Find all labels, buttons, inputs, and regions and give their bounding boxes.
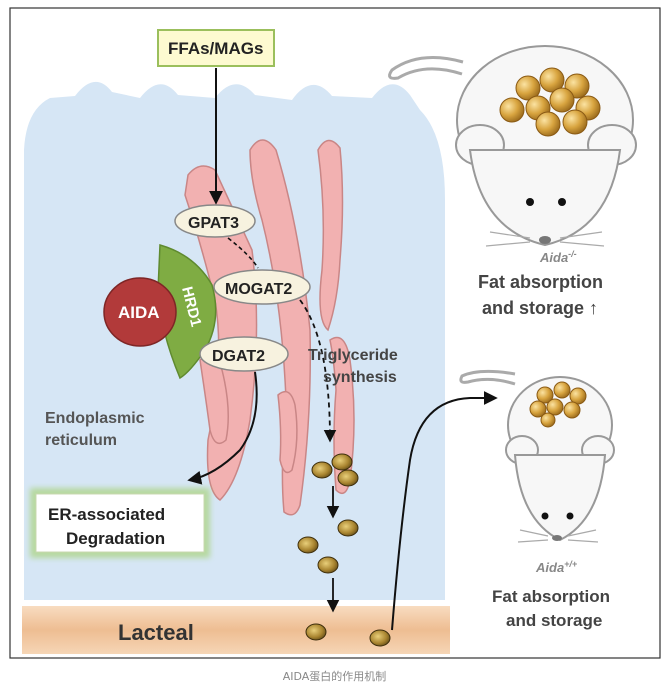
fat-cluster-large <box>499 67 601 137</box>
ko-text-line1: Fat absorption <box>478 272 603 292</box>
input-label: FFAs/MAGs <box>168 39 263 58</box>
triglyceride-label-line2: synthesis <box>323 369 397 386</box>
lipid-droplet <box>311 461 333 479</box>
aida-label: AIDA <box>118 303 160 322</box>
erad-box <box>35 493 205 553</box>
ko-text-line2: and storage ↑ <box>482 298 598 318</box>
mouse-eye <box>558 198 566 206</box>
aida-shape <box>103 277 177 347</box>
erad-label-line2: Degradation <box>66 529 165 548</box>
lipid-droplet <box>337 469 359 487</box>
mouse-eye <box>541 512 549 520</box>
lipid-droplet <box>331 453 353 471</box>
fat-cluster-small <box>529 381 587 428</box>
mogat2-label: MOGAT2 <box>225 281 292 298</box>
triglyceride-label-line1: Triglyceride <box>308 347 398 364</box>
mouse-eye <box>566 512 574 520</box>
wt-genotype-label: Aida+/+ <box>535 559 578 575</box>
lipid-droplet <box>369 629 391 647</box>
dgat2-oval <box>199 336 289 372</box>
lipid-droplets <box>297 453 391 647</box>
wt-text-line1: Fat absorption <box>492 587 610 606</box>
erad-label-line1: ER-associated <box>48 505 165 524</box>
lipid-droplet <box>305 623 327 641</box>
er-label-line1: Endoplasmic <box>45 410 145 427</box>
arrow-to-triglyceride <box>299 299 337 443</box>
arrow-lacteal-to-mouse <box>391 391 498 631</box>
input-box <box>157 29 275 67</box>
er-label-line2: reticulum <box>45 432 117 449</box>
mogat2-oval <box>213 269 311 305</box>
gpat3-label: GPAT3 <box>188 215 239 232</box>
ko-genotype-label: Aida-/- <box>539 249 577 265</box>
lipid-droplet <box>337 519 359 537</box>
dgat2-label: DGAT2 <box>212 348 265 365</box>
lipid-droplet <box>297 536 319 554</box>
figure-caption: AIDA蛋白的作用机制 <box>282 670 387 683</box>
wt-text-line2: and storage <box>506 611 602 630</box>
lipid-droplet <box>317 556 339 574</box>
gpat3-oval <box>174 204 256 238</box>
mouse-eye <box>526 198 534 206</box>
arrow-gpat3-mogat2 <box>227 237 259 269</box>
mouse-aida-wt <box>459 369 615 543</box>
lacteal-band <box>22 606 450 654</box>
endoplasmic-reticulum <box>184 139 355 516</box>
lacteal-label: Lacteal <box>118 620 194 645</box>
arrow-to-erad <box>187 371 258 485</box>
